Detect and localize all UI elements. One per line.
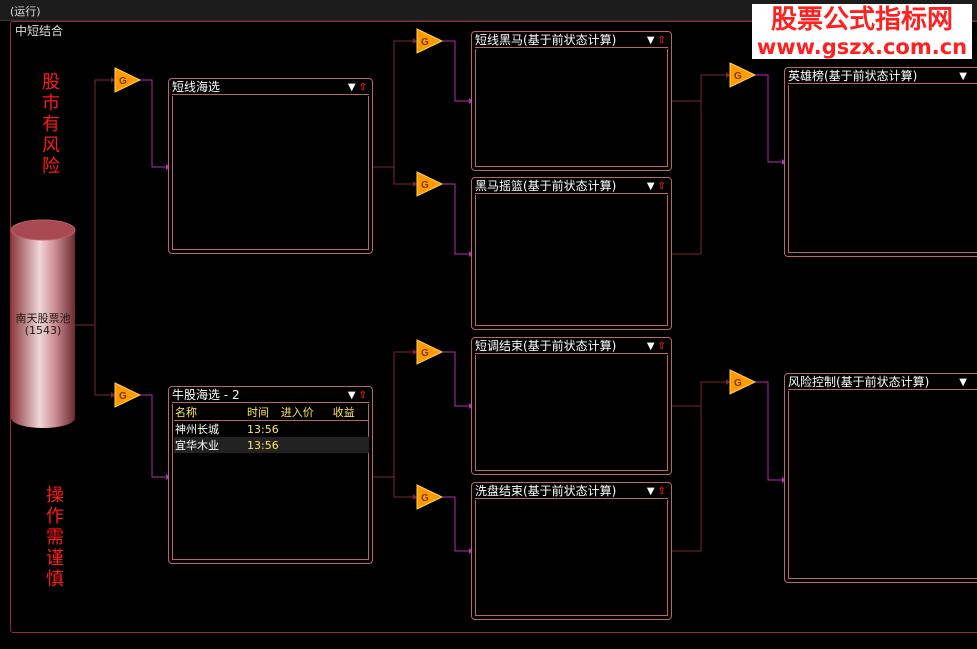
table-header: 名称 时间 进入价 收益 [174, 404, 369, 421]
col-time: 时间 [246, 404, 280, 421]
panel-darkhorse-cradle[interactable]: 黑马摇篮(基于前状态计算) ▼⇧ [471, 177, 672, 330]
panel-title: 黑马摇篮(基于前状态计算) [475, 179, 617, 193]
panel-title: 短线黑马(基于前状态计算) [475, 33, 617, 47]
result-table: 名称 时间 进入价 收益 神州长城 13:56 宜华木业 13:56 [174, 404, 369, 453]
gate-icon[interactable]: G [416, 484, 444, 510]
watermark-url: www.gszx.com.cn [752, 35, 972, 59]
run-status: (运行) [10, 5, 41, 18]
dropdown-icon[interactable]: ▼ [646, 486, 655, 497]
gate-icon[interactable]: G [114, 67, 142, 93]
panel-body [172, 96, 369, 250]
panel-title: 英雄榜(基于前状态计算) [788, 69, 918, 83]
panel-title: 洗盘结束(基于前状态计算) [475, 484, 617, 498]
col-name: 名称 [174, 404, 246, 421]
stock-pool-name: 南天股票池 [15, 312, 71, 325]
dropdown-icon[interactable]: ▼ [347, 390, 356, 401]
dropdown-icon[interactable]: ▼ [959, 71, 967, 82]
panel-hero-list[interactable]: 英雄榜(基于前状态计算) ▼ [784, 67, 977, 257]
frame-title: 中短结合 [15, 24, 64, 38]
stock-pool-label: 南天股票池 (1543) [10, 313, 76, 337]
strategy-frame [10, 21, 977, 633]
up-arrow-icon[interactable]: ⇧ [358, 82, 367, 93]
dropdown-icon[interactable]: ▼ [646, 35, 655, 46]
gate-icon[interactable]: G [416, 28, 444, 54]
panel-body [475, 49, 668, 167]
gate-icon[interactable]: G [729, 62, 757, 88]
panel-washout-end[interactable]: 洗盘结束(基于前状态计算) ▼⇧ [471, 482, 672, 620]
svg-text:G: G [119, 391, 127, 402]
dropdown-icon[interactable]: ▼ [646, 341, 655, 352]
panel-bull-screen[interactable]: 牛股海选 - 2 ▼⇧ 名称 时间 进入价 收益 神州长城 13:56 宜华木业… [168, 386, 373, 564]
stock-pool-cylinder[interactable] [10, 218, 76, 430]
dropdown-icon[interactable]: ▼ [646, 181, 655, 192]
panel-body [475, 195, 668, 326]
dropdown-icon[interactable]: ▼ [347, 82, 356, 93]
svg-text:G: G [421, 37, 429, 48]
panel-short-darkhorse[interactable]: 短线黑马(基于前状态计算) ▼⇧ [471, 31, 672, 171]
gate-icon[interactable]: G [416, 339, 444, 365]
gate-icon[interactable]: G [729, 369, 757, 395]
up-arrow-icon[interactable]: ⇧ [657, 181, 666, 192]
panel-title: 风险控制(基于前状态计算) [788, 375, 930, 389]
up-arrow-icon[interactable]: ⇧ [657, 341, 666, 352]
svg-text:G: G [119, 76, 127, 87]
col-gain: 收益 [331, 404, 369, 421]
panel-body [475, 500, 668, 616]
panel-risk-control[interactable]: 风险控制(基于前状态计算) ▼ [784, 373, 977, 583]
panel-title: 短调结束(基于前状态计算) [475, 339, 617, 353]
warning-top: 股 市 有 风 险 [42, 72, 60, 177]
panel-pullback-end[interactable]: 短调结束(基于前状态计算) ▼⇧ [471, 337, 672, 475]
svg-text:G: G [734, 378, 742, 389]
panel-body [475, 355, 668, 471]
gate-icon[interactable]: G [114, 382, 142, 408]
svg-text:G: G [421, 493, 429, 504]
stock-pool-count: (1543) [24, 324, 62, 337]
svg-text:G: G [421, 348, 429, 359]
up-arrow-icon[interactable]: ⇧ [657, 35, 666, 46]
warning-bottom: 操 作 需 谨 慎 [46, 485, 64, 590]
panel-title: 短线海选 [172, 80, 221, 94]
svg-text:G: G [734, 71, 742, 82]
up-arrow-icon[interactable]: ⇧ [358, 390, 367, 401]
panel-body [788, 391, 977, 579]
table-row[interactable]: 宜华木业 13:56 [174, 437, 369, 453]
panel-short-screen[interactable]: 短线海选 ▼⇧ [168, 78, 373, 254]
up-arrow-icon[interactable]: ⇧ [657, 486, 666, 497]
dropdown-icon[interactable]: ▼ [959, 377, 967, 388]
table-row[interactable]: 神州长城 13:56 [175, 422, 279, 437]
col-price: 进入价 [279, 404, 332, 421]
title-bar: (运行) [0, 0, 977, 21]
panel-body: 名称 时间 进入价 收益 神州长城 13:56 宜华木业 13:56 [172, 404, 369, 560]
watermark-title: 股票公式指标网 [752, 4, 972, 36]
svg-text:G: G [421, 180, 429, 191]
panel-body [788, 85, 977, 253]
panel-title: 牛股海选 - 2 [172, 388, 240, 402]
gate-icon[interactable]: G [416, 171, 444, 197]
